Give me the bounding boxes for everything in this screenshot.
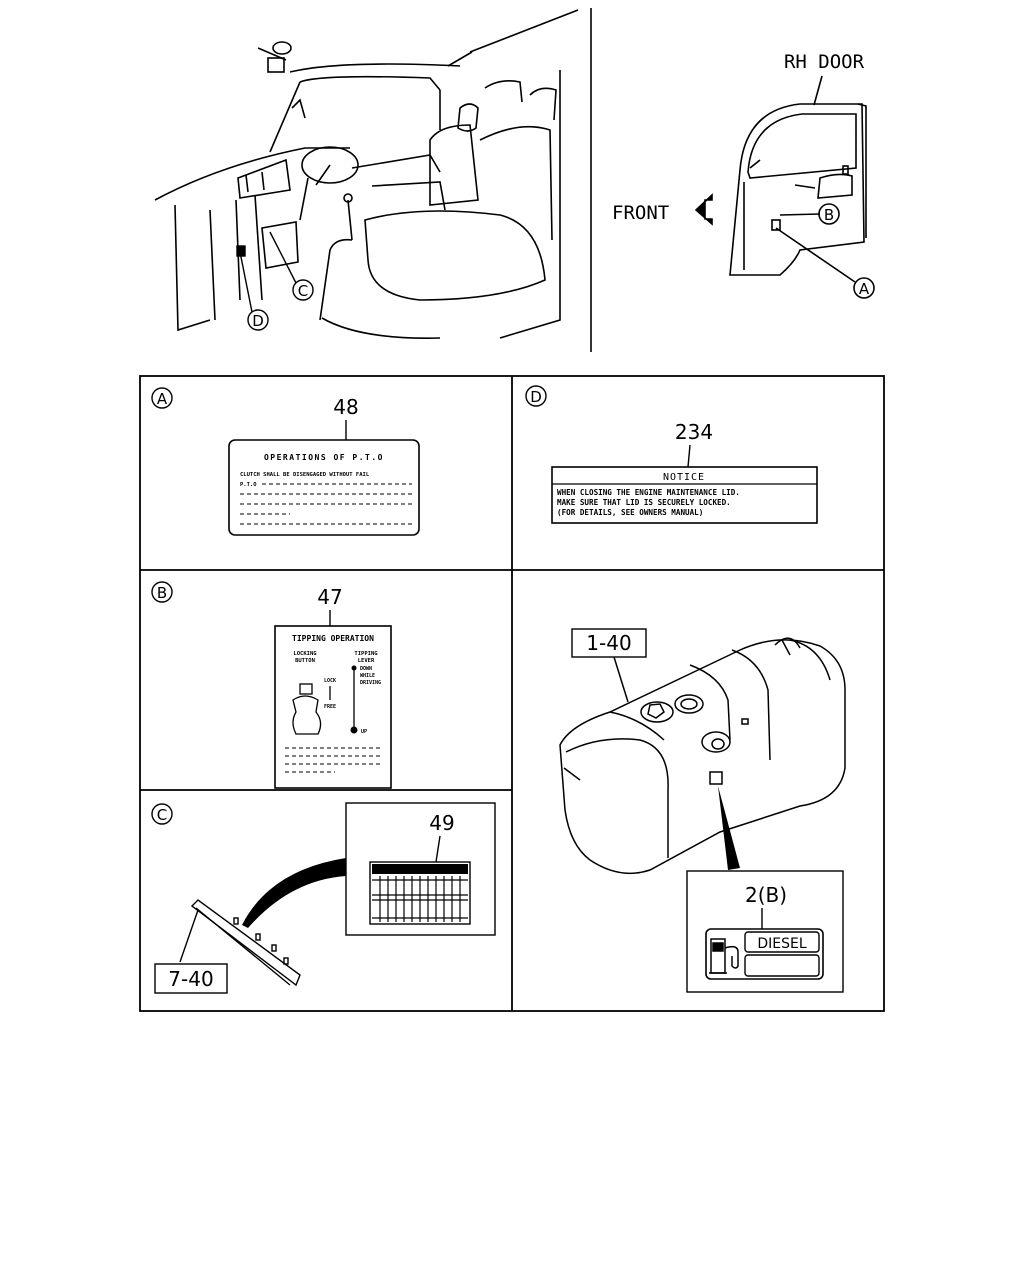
panel-a-part-number: 48 [333,395,358,419]
tipping-label-title: TIPPING OPERATION [292,634,374,643]
front-label: FRONT [612,202,669,224]
rh-door-label: RH DOOR [784,51,865,73]
tipping-driving: DRIVING [360,680,381,686]
notice-label-line2: MAKE SURE THAT LID IS SECURELY LOCKED. [557,498,731,507]
callout-d-top: D [252,312,264,330]
rh-door-illustration [694,75,875,299]
pto-label-line2: P.T.O [240,482,257,488]
cab-interior-illustration [154,9,579,339]
panel-a-letter: A [157,390,168,408]
tipping-down: DOWN [360,666,372,672]
tipping-col1: LOCKING [293,651,317,657]
panel-a: A 48 OPERATIONS OF P.T.O CLUTCH SHALL BE… [151,387,420,536]
tipping-col2b: LEVER [358,658,375,664]
diesel-text: DIESEL [757,936,806,952]
tipping-up: UP [361,729,367,735]
panel-d: D 234 NOTICE WHEN CLOSING THE ENGINE MAI… [525,385,818,524]
tipping-col1b: BUTTON [295,658,315,664]
ref-7-40-box [154,963,228,994]
pto-label-title: OPERATIONS OF P.T.O [264,453,384,462]
cab-callouts [236,231,314,331]
panel-d-part-number: 234 [675,420,713,444]
panel-c-part-number: 49 [429,811,454,835]
callout-b-door: B [824,206,834,224]
panel-b: B 47 TIPPING OPERATION LOCKING BUTTON TI… [151,581,392,789]
fuel-pump-icon [709,938,739,974]
panel-d-letter: D [530,388,542,406]
notice-label-line1: WHEN CLOSING THE ENGINE MAINTENANCE LID. [557,488,740,497]
tipping-lock: LOCK [324,678,336,684]
detail-grid [139,375,885,1012]
pto-label-line1: CLUTCH SHALL BE DISENGAGED WITHOUT FAIL [240,472,370,478]
notice-label-line3: (FOR DETAILS, SEE OWNERS MANUAL) [557,508,703,517]
panel-c-letter: C [157,806,167,824]
panel-b-part-number: 47 [317,585,342,609]
fuel-tank-illustration [559,637,846,875]
notice-label [551,466,818,524]
ref-1-40-box [571,628,647,658]
panel-c-ref: 7-40 [168,967,213,991]
panel-b-letter: B [157,584,167,602]
tipping-free: FREE [324,704,336,710]
callout-a-door: A [859,280,870,298]
panel-tank: 1-40 2(B) [559,628,846,993]
notice-label-title: NOTICE [663,472,705,483]
panel-c: C 49 [151,802,496,994]
callout-c-top: C [298,282,308,300]
tank-part-number: 2(B) [745,883,787,907]
tipping-while: WHILE [360,673,375,679]
pto-label [228,439,420,536]
tipping-col2: TIPPING [354,651,378,657]
tank-ref: 1-40 [586,631,631,655]
